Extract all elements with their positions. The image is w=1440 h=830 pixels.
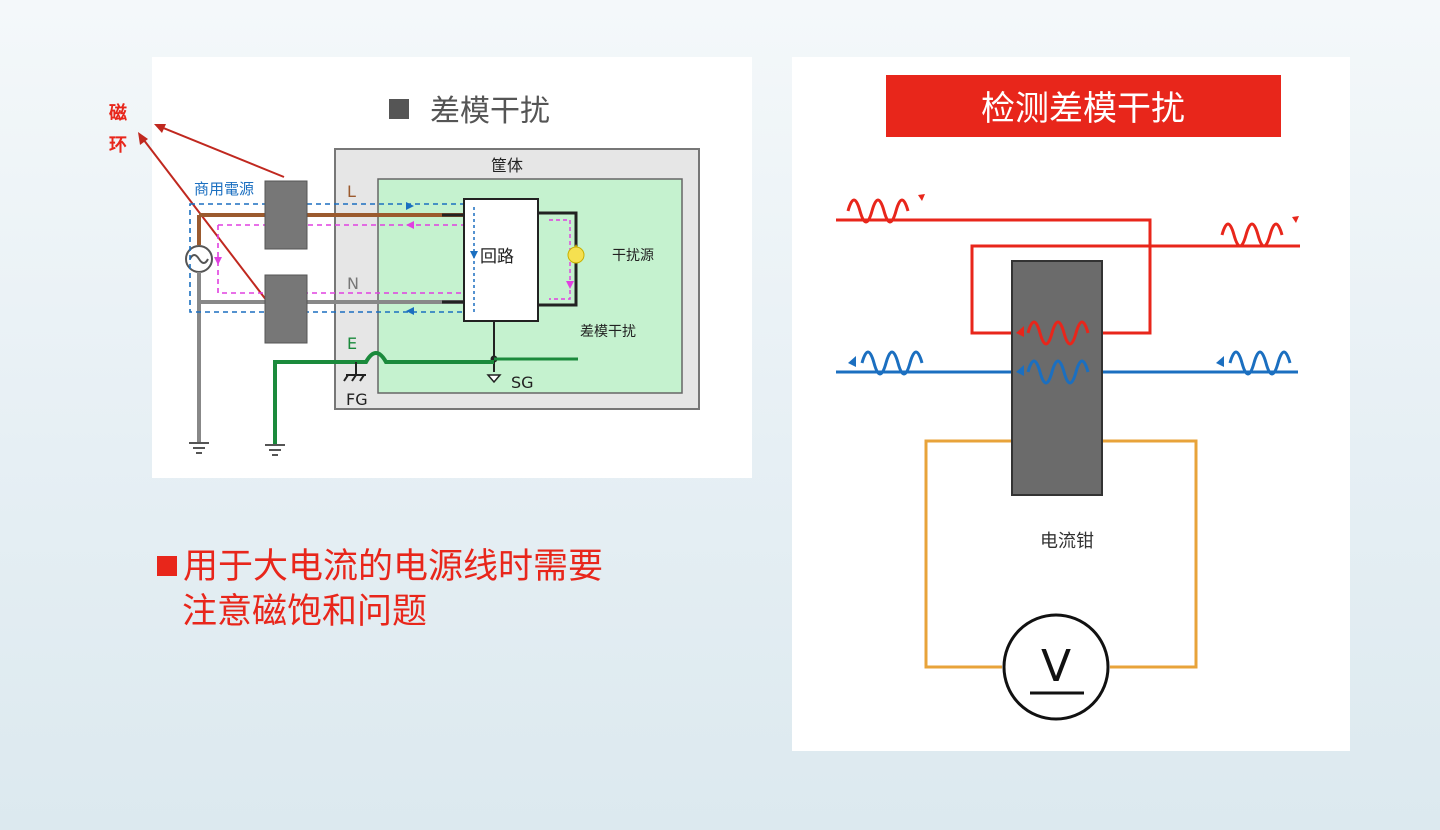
red-wave-icon <box>1026 320 1090 346</box>
spark-icon <box>567 246 585 264</box>
arrowhead <box>1216 356 1224 367</box>
blue-wave-icon <box>1228 350 1292 376</box>
right-diagram-panel: 检测差模干扰 电流钳 V <box>792 57 1350 751</box>
mains-label: 商用電源 <box>194 180 254 198</box>
magenta-noise-loop <box>217 224 464 294</box>
ferrite-core-L <box>264 180 308 250</box>
fg-ground-icon <box>343 362 366 382</box>
differential-mode-diagram: 差模干扰 筐体 磁 环 商用電源 L N <box>109 94 700 456</box>
sine-icon <box>189 254 209 264</box>
wire-E <box>273 351 494 444</box>
red-wave-icon <box>846 198 910 224</box>
red-wave-icon <box>1220 222 1284 248</box>
noise-source-loop <box>549 219 571 300</box>
circuit-block <box>463 198 539 322</box>
voltmeter-label: V <box>1041 641 1071 692</box>
fg-label: FG <box>346 390 368 409</box>
arrowhead <box>918 194 925 201</box>
core-label-2: 环 <box>109 135 127 156</box>
note-line-1: 用于大电流的电源线时需要 <box>183 547 604 587</box>
core-arrow-top <box>155 124 285 178</box>
saturation-note: 用于大电流的电源线时需要 注意磁饱和问题 <box>157 545 757 635</box>
meter-circuit <box>924 439 1198 669</box>
arrowhead <box>138 132 148 145</box>
sg-label: SG <box>511 373 534 392</box>
arrowhead <box>1016 326 1024 337</box>
arrowhead <box>566 281 574 289</box>
core-arrow-bottom <box>139 134 271 306</box>
note-bullet <box>157 556 177 576</box>
ground-icon-2 <box>265 444 285 456</box>
ferrite-core-N <box>264 274 308 344</box>
right-title-banner <box>886 75 1281 137</box>
arrowhead <box>214 257 222 265</box>
arrowhead <box>470 251 478 259</box>
arrowhead <box>406 307 414 315</box>
ground-icon-1 <box>189 442 209 454</box>
arrowhead <box>154 124 166 133</box>
left-title: 差模干扰 <box>430 94 550 129</box>
wire-N-label: N <box>347 274 359 293</box>
arrowhead <box>406 221 414 229</box>
source-label: 干扰源 <box>612 248 654 264</box>
right-title: 检测差模干扰 <box>981 89 1185 129</box>
arrowhead <box>848 356 856 367</box>
noise-label: 差模干扰 <box>580 324 636 340</box>
blue-wave-icon <box>1026 359 1090 385</box>
arrowhead <box>1292 216 1299 223</box>
blue-wave-icon <box>860 350 924 376</box>
sg-ground-icon <box>486 374 502 384</box>
core-label-1: 磁 <box>109 102 127 124</box>
enclosure-label: 筐体 <box>491 156 523 175</box>
clamp-label: 电流钳 <box>1040 531 1094 552</box>
wire-E-label: E <box>347 334 357 353</box>
left-diagram-panel: 差模干扰 筐体 磁 环 商用電源 L N <box>109 57 752 478</box>
arrowhead <box>1016 365 1024 376</box>
circuit-label: 回路 <box>480 247 514 267</box>
arrowhead <box>406 202 414 210</box>
current-clamp <box>1011 260 1103 496</box>
wire-L-label: L <box>347 182 356 201</box>
title-bullet <box>389 99 409 119</box>
measurement-diagram: 检测差模干扰 电流钳 V <box>836 75 1300 721</box>
note-line-2: 注意磁饱和问题 <box>182 592 428 632</box>
